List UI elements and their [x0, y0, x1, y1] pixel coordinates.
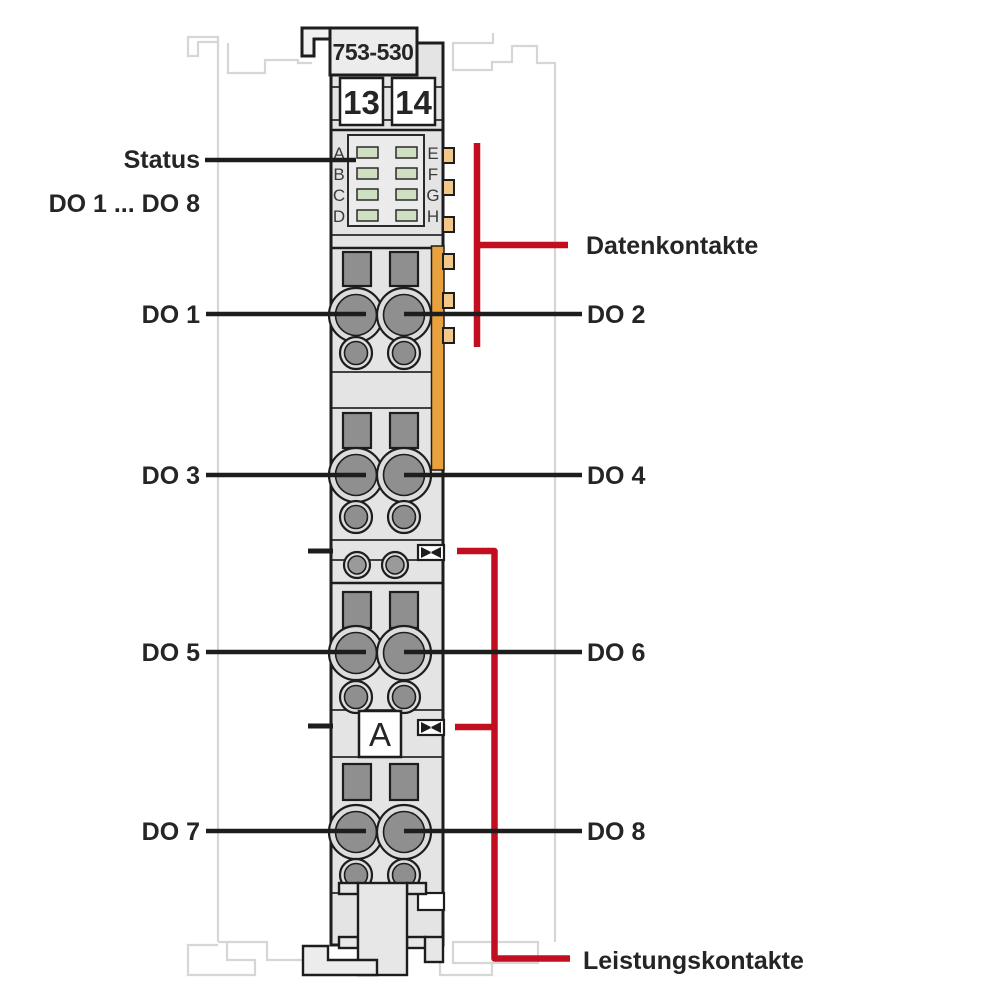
- led-B: [356, 167, 379, 180]
- red-callouts: [455, 143, 570, 962]
- data-contacts-label: Datenkontakte: [586, 232, 758, 260]
- led-block: A B C D E F G H: [333, 134, 440, 227]
- led-E: [395, 146, 418, 159]
- left-neighbor-bar: [226, 43, 312, 75]
- do2-label: DO 2: [587, 301, 645, 329]
- jumper-bowtie-glyph: [421, 547, 441, 558]
- pushbutton: [388, 590, 420, 630]
- terminal-box-13: [338, 76, 385, 127]
- led-C: [356, 188, 379, 201]
- pushbutton: [341, 411, 373, 450]
- left-neighbor-latch: [186, 35, 220, 58]
- do3-label: DO 3: [142, 462, 200, 490]
- led-G: [395, 188, 418, 201]
- status-label: Status: [124, 146, 200, 174]
- led-row-label-h: H: [427, 207, 439, 226]
- channel-range-label: DO 1 ... DO 8: [49, 190, 201, 218]
- power-contacts-label: Leistungskontakte: [583, 947, 804, 975]
- led-H: [395, 209, 418, 222]
- led-row-label-f: F: [428, 165, 438, 184]
- do5-label: DO 5: [142, 639, 200, 667]
- terminal-13-text: 13: [343, 84, 380, 121]
- do6-label: DO 6: [587, 639, 645, 667]
- led-F: [395, 167, 418, 180]
- right-neighbor-side: [451, 33, 557, 942]
- part-number-tab: [328, 26, 419, 77]
- do1-label: DO 1: [142, 301, 200, 329]
- led-row-label-g: G: [426, 186, 439, 205]
- led-row-label-d: D: [333, 207, 345, 226]
- left-neighbor-foot: [186, 940, 302, 977]
- orange-contact-strip: [430, 245, 445, 471]
- mounting-foot: [301, 881, 446, 977]
- marking-box: [357, 709, 403, 759]
- terminal-box-14: [390, 76, 437, 127]
- pushbutton: [341, 762, 373, 802]
- do7-label: DO 7: [142, 818, 200, 846]
- foot-hook-left: [301, 944, 379, 977]
- text-labels: Status DO 1 ... DO 8 DO 1 DO 3 DO 5 DO 7…: [49, 146, 804, 975]
- foot-notch: [416, 891, 446, 912]
- led-row-label-b: B: [333, 165, 344, 184]
- marking-letter-text: A: [369, 716, 391, 753]
- pushbutton: [341, 250, 373, 288]
- neighbor-module-outlines: [186, 33, 557, 977]
- led-row-label-c: C: [333, 186, 345, 205]
- pushbutton: [388, 762, 420, 802]
- terminal-14-text: 14: [395, 84, 432, 121]
- power-contacts-bracket: [455, 547, 570, 962]
- right-neighbor-foot: [438, 940, 540, 977]
- jumper-bowtie-glyph: [421, 722, 441, 733]
- do4-label: DO 4: [587, 462, 645, 490]
- module-body: 753-530 13 14 A B C D E F G H: [300, 26, 455, 977]
- led-D: [356, 209, 379, 222]
- power-jumper-section-1: [342, 543, 446, 580]
- top-latch-hook: [300, 26, 332, 58]
- do8-label: DO 8: [587, 818, 645, 846]
- clamp-block-do1-do2: [327, 250, 433, 371]
- part-number-text: 753-530: [333, 39, 414, 65]
- data-contact-tabs: [442, 147, 455, 344]
- power-jumper-section-2: A: [357, 709, 446, 759]
- led-row-label-e: E: [427, 144, 438, 163]
- pushbutton: [388, 411, 420, 450]
- pushbutton: [388, 250, 420, 288]
- callout-lines: [205, 157, 582, 834]
- pushbutton: [341, 590, 373, 630]
- led-A: [356, 146, 379, 159]
- foot-hook-right: [423, 935, 445, 964]
